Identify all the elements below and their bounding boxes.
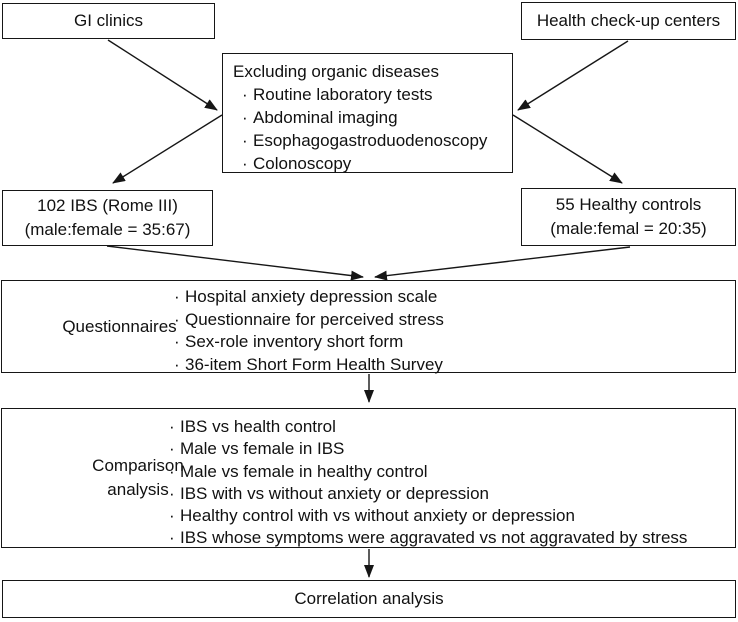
bullet-item: Esophagogastroduodenoscopy <box>242 129 508 152</box>
bullet-item: Male vs female in healthy control <box>169 461 687 484</box>
controls-group-line2: (male:femal = 20:35) <box>550 219 707 238</box>
bullet-item: Colonoscopy <box>242 152 508 175</box>
bullet-item: Male vs female in IBS <box>169 438 687 461</box>
comparison-label-line1: Comparison <box>92 456 184 475</box>
ibs-group-line1: 102 IBS (Rome III) <box>37 196 178 215</box>
screening-title: Excluding organic diseases <box>233 62 440 81</box>
comparison-label-line2: analysis <box>107 480 169 499</box>
questionnaires-list: Hospital anxiety depression scaleQuestio… <box>174 286 444 376</box>
box-healthy-controls-group: 55 Healthy controls (male:femal = 20:35) <box>521 188 736 246</box>
arrow-health-checkup-to-screening <box>517 40 629 111</box>
box-questionnaires: Questionnaires Hospital anxiety depressi… <box>1 280 736 376</box>
arrow-screening-to-ibs-group <box>112 114 223 184</box>
bullet-item: Healthy control with vs without anxiety … <box>169 505 687 528</box>
gi-clinics-label: GI clinics <box>74 11 143 30</box>
box-excluding-organic-diseases: Excluding organic diseases Routine labor… <box>222 53 513 175</box>
bullet-item: Questionnaire for perceived stress <box>174 309 444 332</box>
box-correlation-analysis: Correlation analysis <box>2 580 736 618</box>
health-checkup-label: Health check-up centers <box>536 11 721 30</box>
bullet-item: Sex-role inventory short form <box>174 331 444 354</box>
box-health-checkup-centers: Health check-up centers <box>521 2 736 40</box>
bullet-item: IBS whose symptoms were aggravated vs no… <box>169 527 687 550</box>
arrow-screening-to-controls-group <box>512 114 623 184</box>
bullet-item: 36-item Short Form Health Survey <box>174 354 444 377</box>
screening-list: Routine laboratory testsAbdominal imagin… <box>242 83 508 175</box>
questionnaires-label: Questionnaires <box>62 316 177 336</box>
bullet-item: Abdominal imaging <box>242 106 508 129</box>
arrow-controls-group-to-questionnaires <box>374 246 631 281</box>
arrow-gi-clinics-to-screening <box>107 39 218 111</box>
box-comparison-analysis: Comparison analysis IBS vs health contro… <box>1 408 736 550</box>
bullet-item: IBS vs health control <box>169 416 687 439</box>
correlation-label: Correlation analysis <box>294 589 444 608</box>
controls-group-line1: 55 Healthy controls <box>555 195 702 214</box>
comparison-list: IBS vs health controlMale vs female in I… <box>169 416 687 550</box>
arrow-ibs-group-to-questionnaires <box>106 245 364 281</box>
bullet-item: Routine laboratory tests <box>242 83 508 106</box>
box-ibs-group: 102 IBS (Rome III) (male:female = 35:67) <box>2 190 213 246</box>
bullet-item: Hospital anxiety depression scale <box>174 286 444 309</box>
box-gi-clinics: GI clinics <box>2 3 215 39</box>
bullet-item: IBS with vs without anxiety or depressio… <box>169 483 687 506</box>
ibs-group-line2: (male:female = 35:67) <box>24 220 191 239</box>
comparison-label: Comparison analysis <box>2 409 274 547</box>
